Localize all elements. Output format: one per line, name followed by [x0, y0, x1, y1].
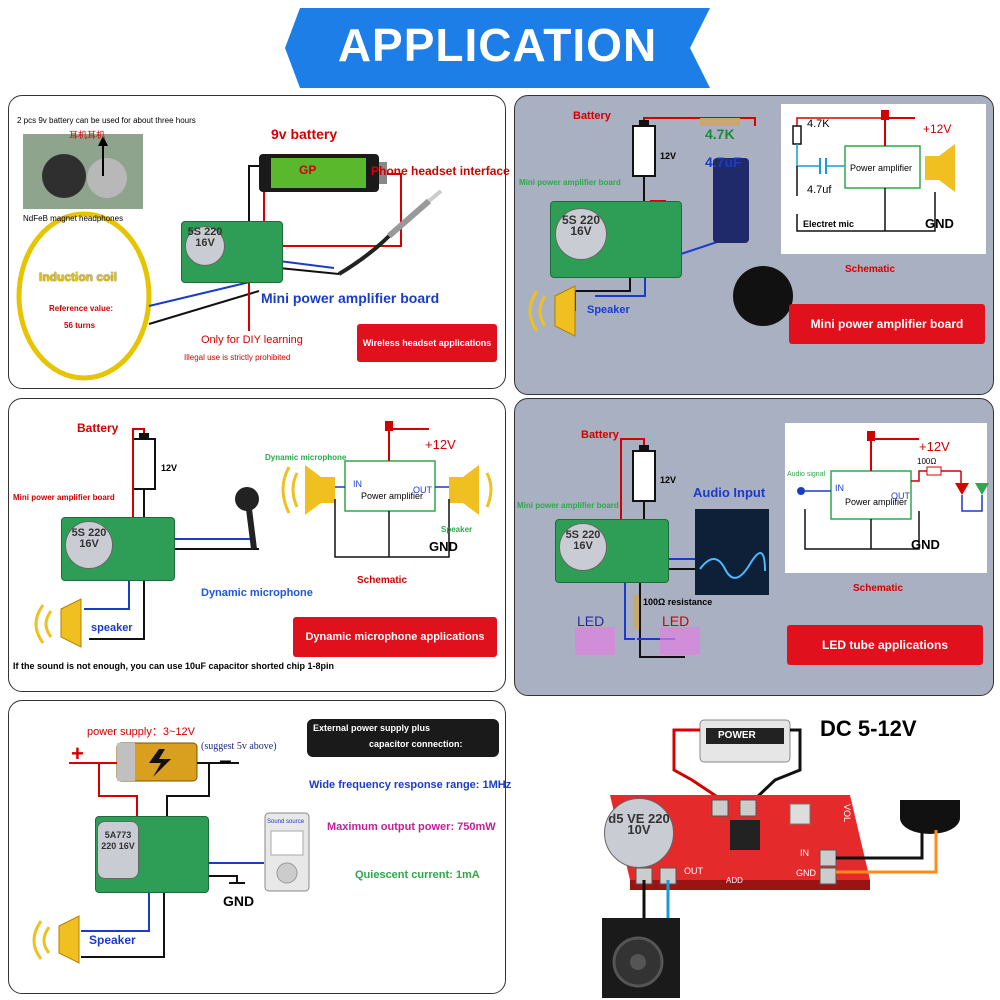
magnet-headphones-label: NdFeB magnet headphones	[23, 214, 124, 223]
speaker-label: speaker	[91, 622, 133, 634]
gnd-label: GND	[223, 893, 255, 909]
panel4-drawing	[575, 423, 989, 658]
board-label: Mini power amplifier board	[261, 290, 440, 306]
battery-duration-note: 2 pcs 9v battery can be used for about t…	[17, 116, 196, 125]
battery-label: Battery	[573, 110, 611, 122]
current-spec: Quiescent current: 1mA	[355, 869, 480, 881]
board-label: Mini power amplifier board	[517, 501, 619, 510]
schematic-amplifier: Power amplifier	[361, 491, 424, 501]
minus-sign: −	[219, 749, 232, 774]
cap-label: 4.7uF	[705, 154, 742, 170]
panel6-drawing	[602, 719, 960, 998]
add-label: ADD	[726, 876, 743, 885]
schematic-gnd: GND	[925, 216, 954, 231]
schematic-out: OUT	[891, 491, 910, 501]
schematic-in: IN	[835, 483, 844, 493]
panel1-drawing	[16, 134, 443, 381]
illegal-note: Illegal use is strictly prohibited	[184, 353, 291, 362]
mic-label: Dynamic microphone	[201, 587, 313, 599]
external-supply-line1: External power supply plus	[313, 723, 431, 733]
schematic-supply: +12V	[919, 439, 950, 454]
panel-dc-board: d5 VE 220 10V DC 5-12V POWER VOL IN GND …	[600, 700, 1000, 1000]
schematic-in: IN	[353, 479, 362, 489]
schematic-speaker: Speaker	[441, 525, 473, 534]
panel-external-supply: 5A773 220 16V power supply：3~12V (sugges…	[8, 700, 511, 994]
supply-label: power supply：3~12V	[87, 726, 195, 738]
dynamic-mic-button[interactable]: Dynamic microphone applications	[293, 617, 497, 657]
battery-voltage: 12V	[660, 475, 677, 485]
out-label: OUT	[684, 866, 703, 876]
speaker-label: Speaker	[89, 933, 136, 947]
schematic-cap: 4.7uf	[807, 184, 832, 196]
speaker-label: Speaker	[587, 304, 630, 316]
coil-turns: 56 turns	[64, 321, 96, 330]
schematic-title: Schematic	[845, 264, 896, 275]
sound-source-label: Sound source	[267, 819, 305, 825]
schematic-resistor: 100Ω	[917, 457, 937, 466]
board-capacitor: 5S 220 16V	[185, 226, 225, 266]
led-right-label: LED	[662, 613, 690, 629]
capacitor-note: If the sound is not enough, you can use …	[13, 661, 335, 671]
schematic-audio: Audio signal	[787, 471, 826, 478]
diy-note: Only for DIY learning	[201, 334, 303, 346]
schematic-out: OUT	[413, 485, 432, 495]
board-capacitor: 5S 220 16V	[555, 208, 607, 260]
schematic-title: Schematic	[853, 583, 904, 594]
schematic-supply: +12V	[923, 122, 952, 136]
board-capacitor: 5S 220 16V	[65, 521, 113, 569]
schematic-amplifier: Power amplifier	[850, 163, 913, 173]
phone-interface-label: Phone headset interface	[371, 164, 510, 178]
coil-reference: Reference value:	[49, 304, 114, 313]
schematic-gnd: GND	[429, 539, 458, 554]
board-capacitor: 5S 220 16V	[559, 523, 607, 571]
panel3-drawing	[34, 421, 493, 648]
coil-title: Induction coil	[39, 270, 117, 284]
led-tube-button[interactable]: LED tube applications	[787, 625, 983, 665]
panel-wireless-headset: 5S 220 16V 2 pcs 9v battery can be used …	[8, 95, 510, 389]
board-capacitor: d5 VE 220 10V	[604, 798, 674, 868]
schematic-title: Schematic	[357, 575, 408, 586]
battery-label: Battery	[77, 421, 119, 435]
in-label: IN	[800, 848, 809, 858]
schematic-resistor: 4.7K	[807, 118, 830, 130]
schematic-gnd: GND	[911, 537, 940, 552]
board-capacitor: 5A773 220 16V	[97, 821, 139, 879]
banner-shape	[285, 8, 710, 88]
resistor-label: 4.7K	[705, 126, 735, 142]
suggest-label: (suggest 5v above)	[201, 741, 277, 752]
led-left-label: LED	[577, 613, 605, 629]
schematic-mic: Electret mic	[803, 219, 855, 229]
banner-title: APPLICATION	[337, 19, 658, 71]
battery-label: 9v battery	[271, 126, 338, 142]
panel-led-tube: 5S 220 16V Battery 12V Mini power amplif…	[514, 398, 994, 696]
external-supply-line2: capacitor connection:	[369, 739, 463, 749]
mic-title: Dynamic microphone	[265, 453, 347, 462]
board-label: Mini power amplifier board	[519, 178, 621, 187]
panel5-drawing	[32, 719, 499, 964]
dc-voltage-label: DC 5-12V	[820, 716, 917, 741]
plus-sign: +	[71, 741, 84, 766]
gnd-label: GND	[796, 868, 816, 878]
power-label: POWER	[718, 730, 756, 741]
audio-input-label: Audio Input	[693, 485, 766, 500]
vol-label: VOL	[842, 803, 853, 823]
panel-electret-mic: 5S 220 16V Battery 12V Mini power amplif…	[514, 95, 994, 395]
wireless-headset-button[interactable]: Wireless headset applications	[357, 324, 497, 362]
schematic-amplifier: Power amplifier	[845, 497, 908, 507]
battery-voltage: 12V	[660, 151, 677, 161]
panel-dynamic-mic: 5S 220 16V Battery 12V Mini power amplif…	[8, 398, 506, 692]
battery-label: Battery	[581, 429, 619, 441]
mini-amplifier-button[interactable]: Mini power amplifier board	[789, 304, 985, 344]
panel2-drawing	[528, 104, 986, 337]
board-label: Mini power amplifier board	[13, 493, 115, 502]
resistance-label: 100Ω resistance	[643, 597, 713, 607]
battery-brand: GP	[299, 163, 317, 177]
frequency-spec: Wide frequency response range: 1MHz	[309, 779, 512, 791]
battery-voltage: 12V	[161, 463, 178, 473]
power-spec: Maximum output power: 750mW	[327, 821, 496, 833]
schematic-supply: +12V	[425, 437, 456, 452]
chinese-label: 耳机耳机	[69, 130, 106, 140]
